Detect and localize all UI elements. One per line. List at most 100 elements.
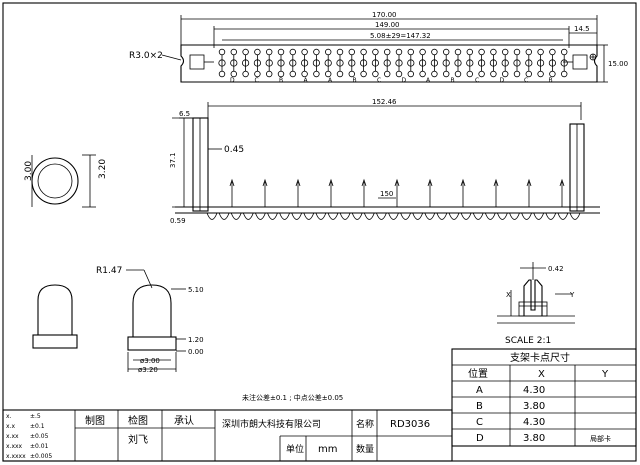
pin-hole xyxy=(537,70,544,78)
pin-hole xyxy=(336,48,344,56)
pin-hole xyxy=(513,70,521,78)
pin-hole xyxy=(525,48,532,56)
pin-hole xyxy=(525,70,532,78)
tol-key: x.xxxx xyxy=(6,453,26,460)
pin-hole xyxy=(289,70,296,78)
edge-offset-dim: 14.5 xyxy=(574,25,590,33)
top-height-dim: 15.00 xyxy=(608,60,628,68)
title-block: x. ±.5 x.x ±0.1 x.xx ±0.05 x.xxx ±0.01 x… xyxy=(2,409,453,462)
tol-key: x.x xyxy=(6,423,15,430)
pin-label: C xyxy=(524,77,528,84)
tol-val: ±0.05 xyxy=(30,433,49,440)
base-bump xyxy=(509,212,520,220)
pin-label: A xyxy=(304,77,309,84)
base-bump xyxy=(339,212,351,220)
wire-dia-label: 0.45 xyxy=(224,145,244,155)
pin-label: D xyxy=(500,77,505,84)
base-bump xyxy=(400,212,411,220)
tolerance-list: x. ±.5 x.x ±0.1 x.xx ±0.05 x.xxx ±0.01 x… xyxy=(6,413,52,460)
base-bump xyxy=(448,212,460,220)
pin-hole xyxy=(384,48,391,56)
pin-hole xyxy=(313,48,320,56)
base-bump xyxy=(436,212,448,220)
pin-label: C xyxy=(475,77,479,84)
pin-hole xyxy=(537,48,544,56)
base-bump xyxy=(521,212,532,220)
tol-key: x.xx xyxy=(6,433,19,440)
pin-hole xyxy=(561,48,568,56)
part-number: RD3036 xyxy=(390,419,430,430)
pin-hole xyxy=(360,70,367,78)
pin-label: D xyxy=(402,77,407,84)
pitch-dim: 5.08±29=147.32 xyxy=(370,32,431,40)
led-detail: R1.47 5.10 1.20 0.00 ø3.00 ø3.20 xyxy=(96,266,204,374)
pin-hole xyxy=(277,70,285,78)
base-bump xyxy=(424,212,436,220)
pin-label: B xyxy=(279,77,283,84)
base-bump xyxy=(545,212,557,220)
bracket-header-x: X xyxy=(538,369,545,380)
pin-hole xyxy=(289,48,296,56)
led-side-view xyxy=(32,284,78,349)
bracket-header-pos: 位置 xyxy=(468,367,488,380)
unit-value: mm xyxy=(318,444,337,455)
base-bump xyxy=(255,212,266,220)
pin-hole xyxy=(372,70,379,78)
bracket-row-pos: C xyxy=(476,417,483,428)
pin-hole xyxy=(384,70,391,78)
pin-hole xyxy=(454,70,462,78)
pin-label: B xyxy=(353,77,357,84)
base-bump xyxy=(351,212,363,220)
tol-val: ±.5 xyxy=(30,413,41,420)
base-bump xyxy=(376,212,387,220)
led-flange-height: 1.20 xyxy=(188,336,204,344)
bracket-row-pos: A xyxy=(476,385,483,396)
base-bump xyxy=(497,212,508,220)
pin-tip xyxy=(460,178,466,187)
pin-tip xyxy=(394,178,400,187)
drawer-name: 刘飞 xyxy=(128,434,148,446)
pin-hole xyxy=(443,70,450,78)
scale-dim: 0.42 xyxy=(548,265,564,273)
front-height-dim: 37.1 xyxy=(169,152,177,168)
pin-hole xyxy=(254,70,261,78)
bracket-row-x: 3.80 xyxy=(523,433,545,444)
base-bump xyxy=(388,212,399,220)
pin-hole xyxy=(325,70,332,78)
front-pins xyxy=(206,178,581,220)
pin-hole xyxy=(325,48,332,56)
base-bump xyxy=(569,212,581,220)
pin-label: B xyxy=(451,77,455,84)
pin-hole xyxy=(454,48,462,56)
pin-label: A xyxy=(426,77,431,84)
corner-radius-label: R3.0×2 xyxy=(129,51,163,61)
pin-hole xyxy=(348,48,355,56)
round-height-dim: 3.20 xyxy=(98,159,108,179)
pin-hole xyxy=(230,70,237,78)
pin-hole xyxy=(431,70,438,78)
pin-hole xyxy=(490,70,497,78)
base-bump xyxy=(363,212,375,220)
pin-span-dim: 149.00 xyxy=(375,21,400,29)
pin-hole xyxy=(348,70,355,78)
led-dia1: ø3.00 xyxy=(140,357,160,365)
pin-hole xyxy=(407,70,414,78)
front-view: 6.5 152.46 37.1 0.45 0.59 150 xyxy=(169,98,600,225)
pin-label: C xyxy=(255,77,259,84)
scale-y-label: Y xyxy=(569,291,575,299)
pin-tip xyxy=(295,178,301,187)
pin-hole xyxy=(372,48,379,56)
scale-x-label: X xyxy=(506,291,511,299)
pin-hole xyxy=(549,48,556,56)
bracket-table-title: 支架卡点尺寸 xyxy=(510,351,570,364)
pin-hole xyxy=(502,70,509,78)
led-base: 0.00 xyxy=(188,348,204,356)
round-view: 3.00 3.20 xyxy=(24,154,108,208)
inner-length-dim: 152.46 xyxy=(372,98,397,106)
scale-detail: 0.42 X Y SCALE 2:1 xyxy=(497,262,575,346)
base-bump xyxy=(206,212,218,220)
front-top-offset: 6.5 xyxy=(179,110,190,118)
unit-label: 单位 xyxy=(286,443,304,455)
tol-key: x.xxx xyxy=(6,443,23,450)
